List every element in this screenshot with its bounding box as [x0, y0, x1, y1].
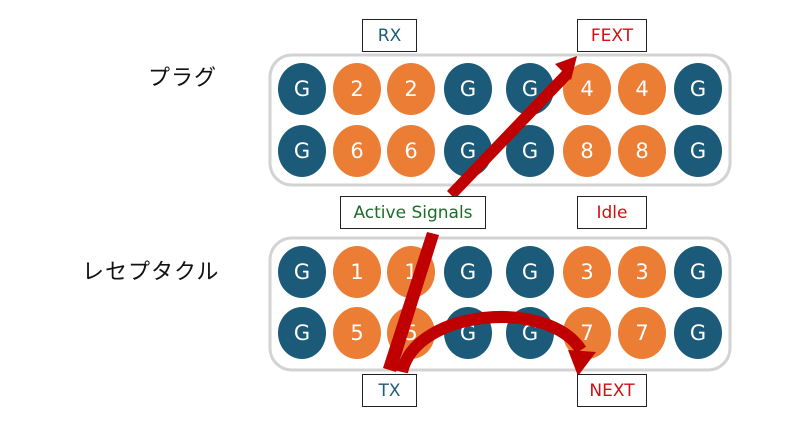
- plug-pin-ground: [674, 63, 722, 115]
- plug-pin-label: G: [294, 139, 310, 163]
- receptacle-pin-signal: [563, 246, 611, 298]
- plug-pin-signal: [333, 63, 381, 115]
- plug-pin-label: 6: [404, 139, 417, 163]
- plug-label: プラグ: [148, 66, 218, 91]
- plug-pin-signal: [387, 125, 435, 177]
- plug-pin-label: 4: [580, 77, 593, 101]
- plug-pin-label: G: [460, 139, 476, 163]
- fext-label-box: FEXT: [577, 19, 647, 52]
- receptacle-pin-label: G: [294, 321, 310, 345]
- plug-pin-label: G: [294, 77, 310, 101]
- receptacle-pin-label: 7: [580, 321, 593, 345]
- plug-pin-signal: [618, 63, 666, 115]
- receptacle-pin-signal: [333, 307, 381, 359]
- plug-pin-label: G: [522, 139, 538, 163]
- receptacle-pin-label: G: [522, 260, 538, 284]
- receptacle-pin-ground: [674, 246, 722, 298]
- plug-pin-signal: [563, 125, 611, 177]
- receptacle-pin-label: G: [460, 260, 476, 284]
- receptacle-pin-label: 1: [350, 260, 363, 284]
- next-curved-arrow-icon: [396, 311, 596, 376]
- plug-pin-label: 8: [635, 139, 648, 163]
- tx-coupling-line-icon: [383, 232, 439, 372]
- receptacle-pin-label: 3: [580, 260, 593, 284]
- receptacle-pin-label: G: [690, 260, 706, 284]
- plug-pin-signal: [563, 63, 611, 115]
- receptacle-label: レセプタクル: [82, 260, 220, 285]
- receptacle-pin-ground: [674, 307, 722, 359]
- receptacle-pin-signal: [333, 246, 381, 298]
- receptacle-pin-signal: [618, 246, 666, 298]
- plug-pin-label: 4: [635, 77, 648, 101]
- plug-pin-signal: [387, 63, 435, 115]
- plug-pin-ground: [506, 125, 554, 177]
- plug-pin-label: 8: [580, 139, 593, 163]
- plug-pin-signal: [333, 125, 381, 177]
- plug-pin-ground: [674, 125, 722, 177]
- idle-label-box: Idle: [577, 196, 647, 229]
- plug-pin-label: G: [690, 139, 706, 163]
- receptacle-pin-label: 5: [350, 321, 363, 345]
- plug-pin-label: G: [522, 77, 538, 101]
- receptacle-pin-label: G: [294, 260, 310, 284]
- plug-pin-signal: [618, 125, 666, 177]
- plug-pin-label: 2: [404, 77, 417, 101]
- receptacle-pin-label: 7: [635, 321, 648, 345]
- plug-pin-ground: [444, 63, 492, 115]
- receptacle-pin-ground: [278, 307, 326, 359]
- rx-label-box: RX: [362, 19, 417, 52]
- plug-pin-label: G: [460, 77, 476, 101]
- receptacle-pin-label: G: [690, 321, 706, 345]
- receptacle-pin-signal: [618, 307, 666, 359]
- plug-pin-label: 6: [350, 139, 363, 163]
- receptacle-pin-ground: [506, 246, 554, 298]
- active-signals-label-box: Active Signals: [340, 196, 486, 229]
- plug-connector-body: [268, 53, 732, 187]
- plug-pin-label: 2: [350, 77, 363, 101]
- receptacle-pin-label: G: [522, 321, 538, 345]
- receptacle-connector-body: [268, 236, 732, 372]
- fext-arrow-icon: [447, 56, 577, 199]
- receptacle-pin-label: 3: [635, 260, 648, 284]
- plug-pin-ground: [278, 63, 326, 115]
- tx-label-box: TX: [362, 374, 417, 407]
- plug-pin-label: G: [690, 77, 706, 101]
- receptacle-pin-ground: [278, 246, 326, 298]
- next-label-box: NEXT: [577, 374, 647, 407]
- receptacle-pin-ground: [444, 246, 492, 298]
- plug-pin-ground: [278, 125, 326, 177]
